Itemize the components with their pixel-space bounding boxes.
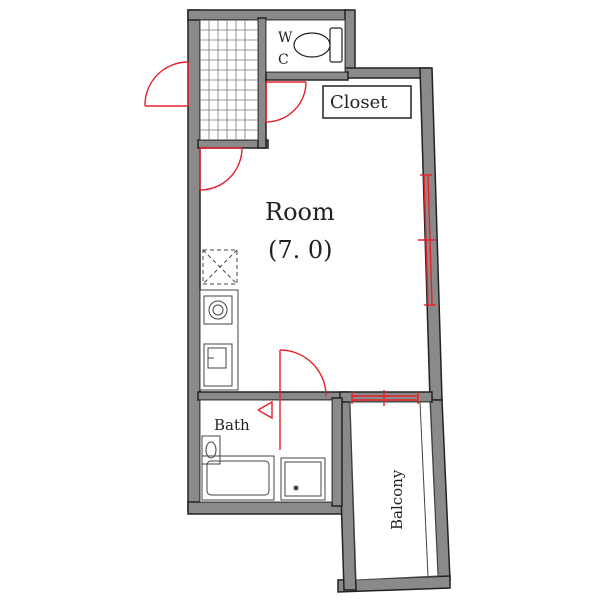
shower-icon (280, 457, 326, 501)
room-door-icon (199, 147, 243, 191)
bath-door-icon (257, 349, 327, 450)
washer-icon (203, 295, 233, 325)
wc-label-top: W (278, 30, 293, 46)
wc-label-bottom: C (278, 52, 289, 68)
balcony-window-icon (351, 390, 419, 406)
basin-icon (201, 435, 221, 465)
fridge-space-icon (202, 249, 238, 285)
kitchen-sink-icon (203, 343, 233, 387)
room-size: (7. 0) (268, 236, 333, 264)
doors (144, 61, 436, 450)
closet-label: Closet (330, 92, 388, 113)
wc: W C (265, 19, 346, 73)
walls (187, 9, 451, 593)
closet: Closet (322, 85, 412, 119)
balcony: Balcony (349, 401, 439, 581)
bathtub-icon (201, 455, 275, 501)
toilet-icon (293, 27, 343, 63)
bath-label: Bath (214, 416, 250, 434)
balcony-label: Balcony (388, 469, 406, 530)
tile-area (199, 19, 259, 141)
room-name: Room (265, 198, 335, 226)
bathroom: Bath (199, 399, 333, 503)
wc-door-icon (265, 81, 307, 123)
right-window-icon (418, 174, 436, 306)
kitchen (199, 249, 239, 391)
entrance-door-icon (144, 61, 189, 107)
